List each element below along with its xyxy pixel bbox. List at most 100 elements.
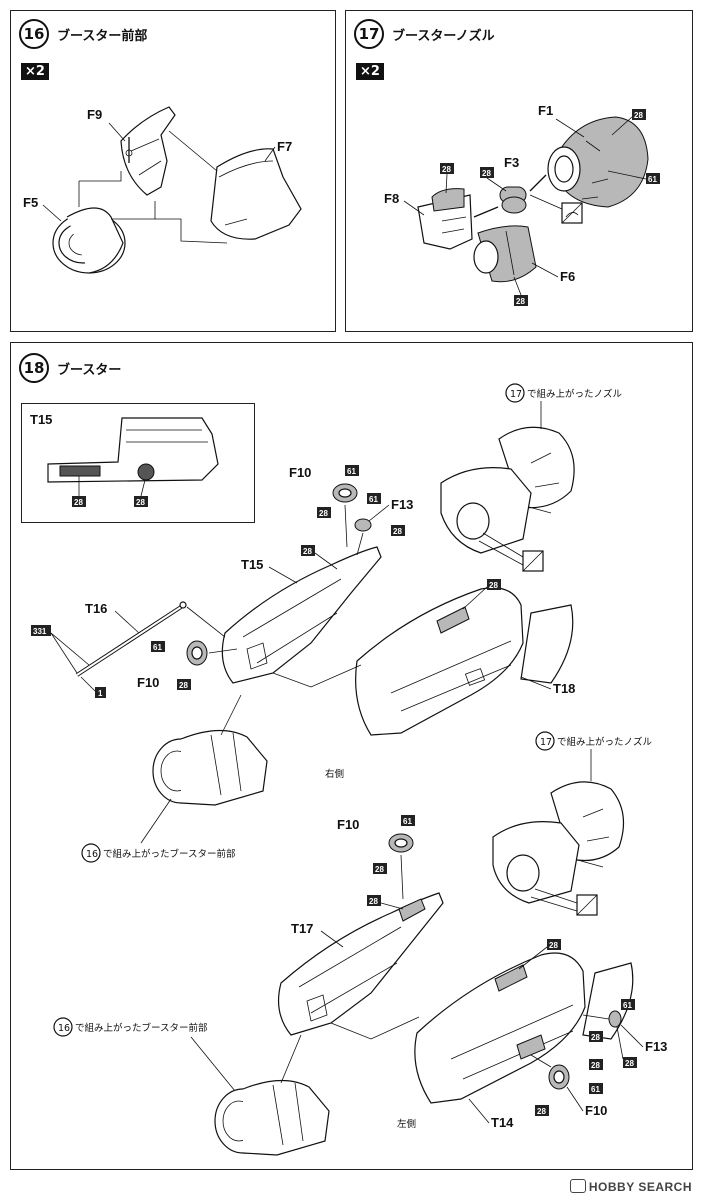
step-18-panel: 18 ブースター T15 28 28 17 xyxy=(10,342,693,1170)
t14-label: T14 xyxy=(491,1115,514,1130)
upper-f10b-label: F10 xyxy=(137,675,159,690)
t16-label: T16 xyxy=(85,601,107,616)
upper-f13 xyxy=(354,518,372,532)
inset-code-left: 28 xyxy=(72,496,86,507)
svg-text:で組み上がったブースター前部: で組み上がったブースター前部 xyxy=(103,848,236,860)
upper-code-h: 28 xyxy=(177,679,191,690)
inset-title: T15 xyxy=(30,412,52,427)
lower-code-c: 28 xyxy=(367,895,381,906)
upper-code-e: 28 xyxy=(301,545,315,556)
svg-text:61: 61 xyxy=(403,817,412,826)
step-18-header: 18 ブースター xyxy=(19,353,121,383)
f5-part xyxy=(52,207,126,274)
step-17-diagram: 28 28 61 28 28 F1 F3 F8 F6 xyxy=(384,103,660,306)
lower-nozzle-ref: 17 で組み上がったノズル xyxy=(535,731,653,751)
svg-text:1: 1 xyxy=(98,689,103,698)
lower-code-f: 28 xyxy=(623,1057,637,1068)
t18-shell xyxy=(355,587,574,736)
code-1: 1 xyxy=(95,687,106,698)
lower-f10b-label: F10 xyxy=(585,1103,607,1118)
color-code-28-a: 28 xyxy=(440,163,454,174)
upper-code-f: 28 xyxy=(487,579,501,590)
f9-part xyxy=(120,106,176,196)
svg-text:61: 61 xyxy=(591,1085,600,1094)
upper-f10-left xyxy=(186,640,208,666)
inset-code-right: 28 xyxy=(134,496,148,507)
svg-text:28: 28 xyxy=(549,941,558,950)
upper-nozzle-assembly xyxy=(440,426,575,554)
f3-label: F3 xyxy=(504,155,519,170)
svg-text:17: 17 xyxy=(540,737,552,748)
lower-f10-bottom xyxy=(548,1064,570,1090)
t15-label: T15 xyxy=(241,557,263,572)
svg-text:17: 17 xyxy=(510,389,522,400)
lower-code-g: 28 xyxy=(589,1031,603,1042)
lower-f13-label: F13 xyxy=(645,1039,667,1054)
svg-text:28: 28 xyxy=(634,111,643,120)
f8-label: F8 xyxy=(384,191,399,206)
step-16-quantity: ×2 xyxy=(21,63,49,80)
f9-label: F9 xyxy=(87,107,102,122)
t17-shell xyxy=(278,892,444,1036)
lower-f10-label: F10 xyxy=(337,817,359,832)
lower-side-label: 左側 xyxy=(397,1118,416,1130)
lower-front-ref: 16 で組み上がったブースター前部 xyxy=(53,1017,208,1037)
watermark: HOBBY SEARCH xyxy=(569,1179,692,1194)
svg-text:28: 28 xyxy=(591,1033,600,1042)
lower-code-b: 28 xyxy=(373,863,387,874)
f1-part xyxy=(547,116,649,208)
upper-code-g: 61 xyxy=(151,641,165,652)
t15-shell xyxy=(221,546,382,684)
watermark-text: HOBBY SEARCH xyxy=(588,1180,692,1194)
svg-text:で組み上がったブースター前部: で組み上がったブースター前部 xyxy=(75,1022,208,1034)
svg-text:16: 16 xyxy=(58,1023,70,1034)
upper-code-b: 28 xyxy=(317,507,331,518)
upper-code-d: 28 xyxy=(391,525,405,536)
svg-text:28: 28 xyxy=(369,897,378,906)
upper-no-glue-icon xyxy=(522,550,544,572)
step-17-number: 17 xyxy=(354,19,384,49)
svg-text:28: 28 xyxy=(303,547,312,556)
f3-part xyxy=(499,186,527,214)
step-17-panel: 17 ブースターノズル ×2 xyxy=(345,10,693,332)
step-16-panel: 16 ブースター前部 ×2 F9 F7 xyxy=(10,10,336,332)
lower-code-a: 61 xyxy=(401,815,415,826)
f7-part xyxy=(210,148,302,240)
t17-label: T17 xyxy=(291,921,313,936)
code-331: 331 xyxy=(31,625,51,636)
f6-label: F6 xyxy=(560,269,575,284)
color-code-61: 61 xyxy=(646,173,660,184)
svg-text:28: 28 xyxy=(136,498,145,507)
lower-no-glue-icon xyxy=(576,894,598,916)
upper-code-a: 61 xyxy=(345,465,359,476)
upper-f10-top xyxy=(332,483,358,503)
upper-f10-label: F10 xyxy=(289,465,311,480)
step-17-header: 17 ブースターノズル xyxy=(354,19,495,49)
lower-nozzle-assembly xyxy=(492,781,625,904)
lower-f10-top xyxy=(388,833,414,853)
t16-rod xyxy=(75,601,187,677)
t14-shell xyxy=(414,952,634,1104)
svg-text:28: 28 xyxy=(516,297,525,306)
svg-text:28: 28 xyxy=(375,865,384,874)
lower-f13 xyxy=(608,1010,622,1028)
lower-code-h: 61 xyxy=(589,1083,603,1094)
color-code-28-d: 28 xyxy=(632,109,646,120)
f5-label: F5 xyxy=(23,195,38,210)
step-16-title: ブースター前部 xyxy=(57,28,148,44)
hobby-search-logo-icon xyxy=(569,1179,586,1193)
t15-detail-diagram: T15 28 28 xyxy=(30,412,219,507)
svg-text:331: 331 xyxy=(33,627,47,636)
svg-text:16: 16 xyxy=(86,849,98,860)
step-18-diagram: 17 で組み上がったノズル xyxy=(31,383,667,1156)
svg-text:28: 28 xyxy=(319,509,328,518)
upper-side-label: 右側 xyxy=(325,768,344,780)
svg-text:28: 28 xyxy=(537,1107,546,1116)
lower-front-cone xyxy=(214,1079,330,1156)
svg-text:61: 61 xyxy=(369,495,378,504)
upper-front-cone xyxy=(152,729,268,806)
svg-text:28: 28 xyxy=(489,581,498,590)
svg-text:61: 61 xyxy=(153,643,162,652)
step-17-quantity: ×2 xyxy=(356,63,384,80)
svg-text:28: 28 xyxy=(625,1059,634,1068)
